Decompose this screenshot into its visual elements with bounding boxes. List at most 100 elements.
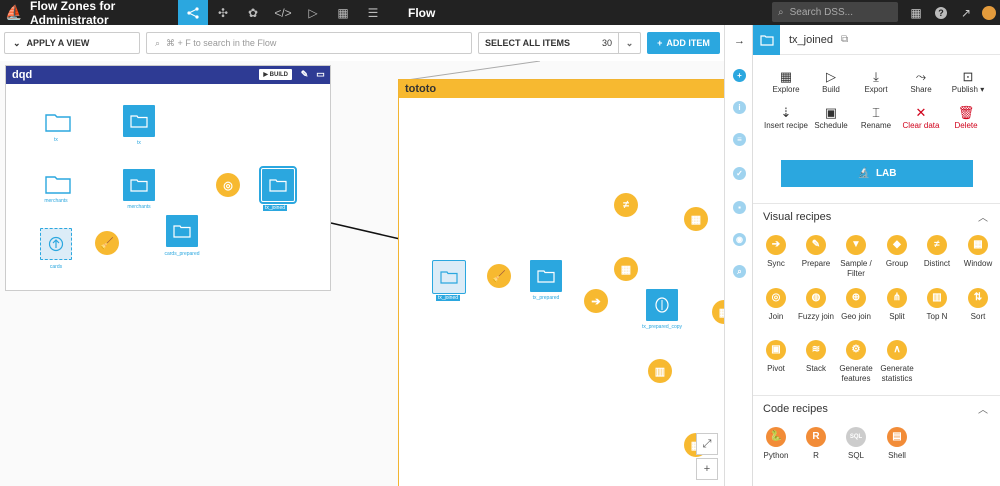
item-count: 30	[601, 38, 612, 48]
search-icon: ⌕	[155, 37, 161, 48]
flow-search-input[interactable]: ⌕ ⌘ + F to search in the Flow	[146, 32, 472, 54]
recipe-stack[interactable]: ≋Stack	[795, 340, 837, 374]
dss-logo-icon[interactable]: ⛵	[5, 4, 23, 20]
dataset-node-tx-joined[interactable]	[259, 166, 297, 204]
share-button[interactable]: ⤳Share	[898, 69, 944, 94]
dashboard-icon[interactable]: ▦	[337, 5, 349, 20]
dataset-node-tx-prepared-copy[interactable]	[646, 289, 678, 321]
prepare-recipe-node[interactable]: 🧹	[95, 231, 119, 255]
recipe-distinct[interactable]: ≠Distinct	[916, 235, 958, 269]
join-recipe-node[interactable]: ◎	[216, 173, 240, 197]
add-icon[interactable]: +	[733, 69, 746, 82]
dataset-node-cards-prepared[interactable]	[166, 215, 198, 247]
zoom-in-button[interactable]: +	[696, 458, 718, 480]
zone-window-icon[interactable]: ▭	[316, 69, 325, 79]
lineage-icon[interactable]: ◉	[733, 233, 746, 246]
copy-icon[interactable]: ⧉	[841, 34, 849, 45]
collapse-panel-icon[interactable]: →	[734, 35, 745, 47]
dataset-node-tx-joined-shared[interactable]	[432, 260, 466, 294]
schedule-button[interactable]: ▣Schedule	[808, 105, 854, 130]
sync-recipe-node[interactable]: ➔	[584, 289, 608, 313]
run-icon[interactable]: ▷	[308, 5, 318, 20]
dataset-node-tx-prepared[interactable]	[530, 260, 562, 292]
add-item-button[interactable]: + ADD ITEM	[647, 32, 720, 54]
search-icon[interactable]: ⌕	[733, 265, 746, 278]
window-recipe-node[interactable]: ▦	[684, 207, 708, 231]
recipe-sort[interactable]: ⇅Sort	[957, 288, 999, 322]
wiki-icon[interactable]: ☰	[367, 5, 379, 20]
search-dss-input[interactable]: ⌕ Search DSS...	[772, 2, 898, 22]
dataset-node-merchants[interactable]	[123, 169, 155, 201]
rename-button[interactable]: ⌶Rename	[853, 105, 899, 130]
prepare-recipe-node[interactable]: 🧹	[487, 264, 511, 288]
avatar[interactable]	[978, 0, 1000, 25]
chevron-up-icon[interactable]: ︿	[978, 405, 988, 416]
discussion-icon[interactable]: ▪	[733, 201, 746, 214]
recipe-generate-features[interactable]: ⚙Generate features	[835, 340, 877, 384]
delete-button[interactable]: 🗑Delete	[943, 105, 989, 130]
export-button[interactable]: ⤓Export	[853, 69, 899, 94]
lab-button[interactable]: 🔬 LAB	[781, 160, 973, 187]
recipe-prepare[interactable]: ✎Prepare	[795, 235, 837, 269]
zone-header[interactable]: dqd ▶ BUILD ✎ ▭	[6, 66, 330, 84]
build-button[interactable]: ▷Build	[808, 69, 854, 94]
check-icon[interactable]: ✓	[733, 167, 746, 180]
chevron-down-icon[interactable]: ⌄	[618, 33, 640, 53]
recipe-split[interactable]: ⋔Split	[876, 288, 918, 322]
zone-build-button[interactable]: ▶ BUILD	[259, 69, 292, 80]
recipe-join[interactable]: ◎Join	[755, 288, 797, 322]
visual-recipes-header[interactable]: Visual recipes ︿	[753, 203, 1000, 229]
apps-grid-icon[interactable]: ▦	[910, 5, 922, 20]
details-icon[interactable]: ≡	[733, 133, 746, 146]
trash-icon: 🗑	[957, 105, 975, 120]
clear-icon: ✕	[915, 105, 927, 120]
recipe-fuzzy-join[interactable]: ◍Fuzzy join	[795, 288, 837, 322]
help-icon[interactable]: ?	[930, 0, 952, 25]
node-label: merchants	[44, 198, 68, 204]
flow-canvas[interactable]: dqd ▶ BUILD ✎ ▭ tototo tx tx merchants m…	[0, 61, 724, 486]
chevron-up-icon[interactable]: ︿	[978, 213, 988, 224]
publish-button[interactable]: ⊡Publish ▾	[943, 69, 993, 94]
code-icon[interactable]: </>	[274, 5, 292, 20]
insert-recipe-button[interactable]: ⇣Insert recipe	[763, 105, 809, 130]
recipe-pivot[interactable]: ▣Pivot	[755, 340, 797, 374]
recipe-shell[interactable]: ▤Shell	[876, 427, 918, 461]
recipe-sync[interactable]: ➔Sync	[755, 235, 797, 269]
project-title[interactable]: Flow Zones for Administrator	[30, 0, 116, 27]
dataset-node-tx[interactable]	[123, 105, 155, 137]
recipe-window[interactable]: ▦Window	[957, 235, 999, 269]
brush-icon[interactable]: ✎	[300, 69, 309, 79]
code-recipes-header[interactable]: Code recipes ︿	[753, 395, 1000, 421]
recipe-generate-statistics[interactable]: ∧Generate statistics	[876, 340, 918, 384]
ml-icon[interactable]: ✿	[247, 5, 259, 20]
apply-view-button[interactable]: ⌄ APPLY A VIEW	[4, 32, 140, 54]
explore-button[interactable]: ▦Explore	[763, 69, 809, 94]
recipe-python[interactable]: 🐍Python	[755, 427, 797, 461]
clear-data-button[interactable]: ✕Clear data	[898, 105, 944, 130]
recipe-top-n[interactable]: ▥Top N	[916, 288, 958, 322]
dataset-node-tx-shared[interactable]	[42, 105, 74, 137]
activity-icon[interactable]: ↗	[960, 5, 972, 20]
download-icon: ⤓	[873, 69, 879, 84]
flow-icon[interactable]	[178, 0, 208, 25]
recipe-group[interactable]: ◆Group	[876, 235, 918, 269]
window-recipe-node[interactable]: ▦	[614, 257, 638, 281]
node-label: cards_prepared	[164, 251, 200, 257]
zone-header[interactable]: tototo	[399, 80, 724, 98]
distinct-recipe-node[interactable]: ≠	[614, 193, 638, 217]
recipe-geo-join[interactable]: ⊕Geo join	[835, 288, 877, 322]
recipe-sample-filter[interactable]: ▼Sample / Filter	[835, 235, 877, 279]
select-all-items-button[interactable]: SELECT ALL ITEMS 30 ⌄	[478, 32, 641, 54]
play-icon: ▷	[826, 69, 836, 84]
split-recipe-node[interactable]: ▦	[712, 300, 724, 324]
dataset-name: tx_joined	[789, 33, 834, 46]
recipe-icon[interactable]: ✣	[217, 5, 229, 20]
expand-icon[interactable]: ⤢	[696, 433, 718, 455]
dataset-node-merchants-shared[interactable]	[42, 167, 74, 199]
dataset-folder-icon	[753, 25, 780, 55]
info-icon[interactable]: i	[733, 101, 746, 114]
group-recipe-node[interactable]: ▥	[648, 359, 672, 383]
dataset-node-cards[interactable]	[40, 228, 72, 260]
